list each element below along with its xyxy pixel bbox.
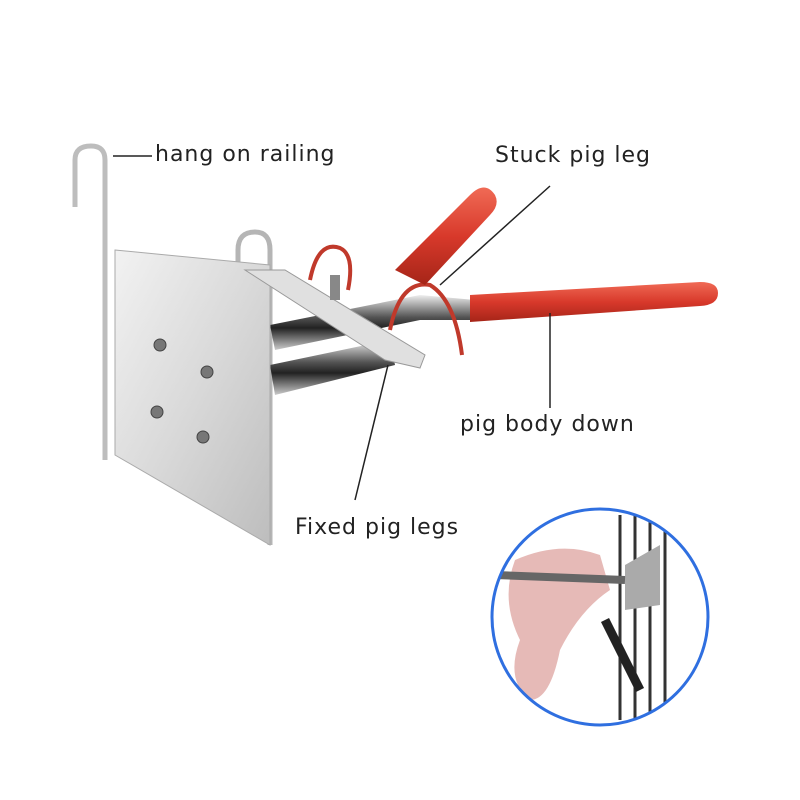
label-stuck-pig-leg: Stuck pig leg (495, 143, 652, 168)
bolts (150, 338, 214, 444)
label-hang-on-railing: hang on railing (155, 142, 336, 167)
wire-loop-2 (388, 282, 464, 356)
wire-loop-1 (308, 244, 353, 291)
inset-border (490, 507, 710, 727)
steel-plate (114, 249, 271, 546)
handle-lower (470, 282, 718, 322)
hook-back (235, 229, 273, 545)
label-pig-body-down: pig body down (460, 412, 635, 437)
bolt-top (330, 275, 340, 300)
hook-front (72, 143, 108, 460)
label-fixed-pig-legs: Fixed pig legs (295, 515, 460, 540)
blade (243, 269, 426, 369)
bar-lower (270, 340, 395, 395)
bar-upper (270, 295, 475, 350)
leader-lines (113, 155, 551, 501)
usage-inset (492, 509, 708, 725)
handle-upper (395, 187, 497, 285)
